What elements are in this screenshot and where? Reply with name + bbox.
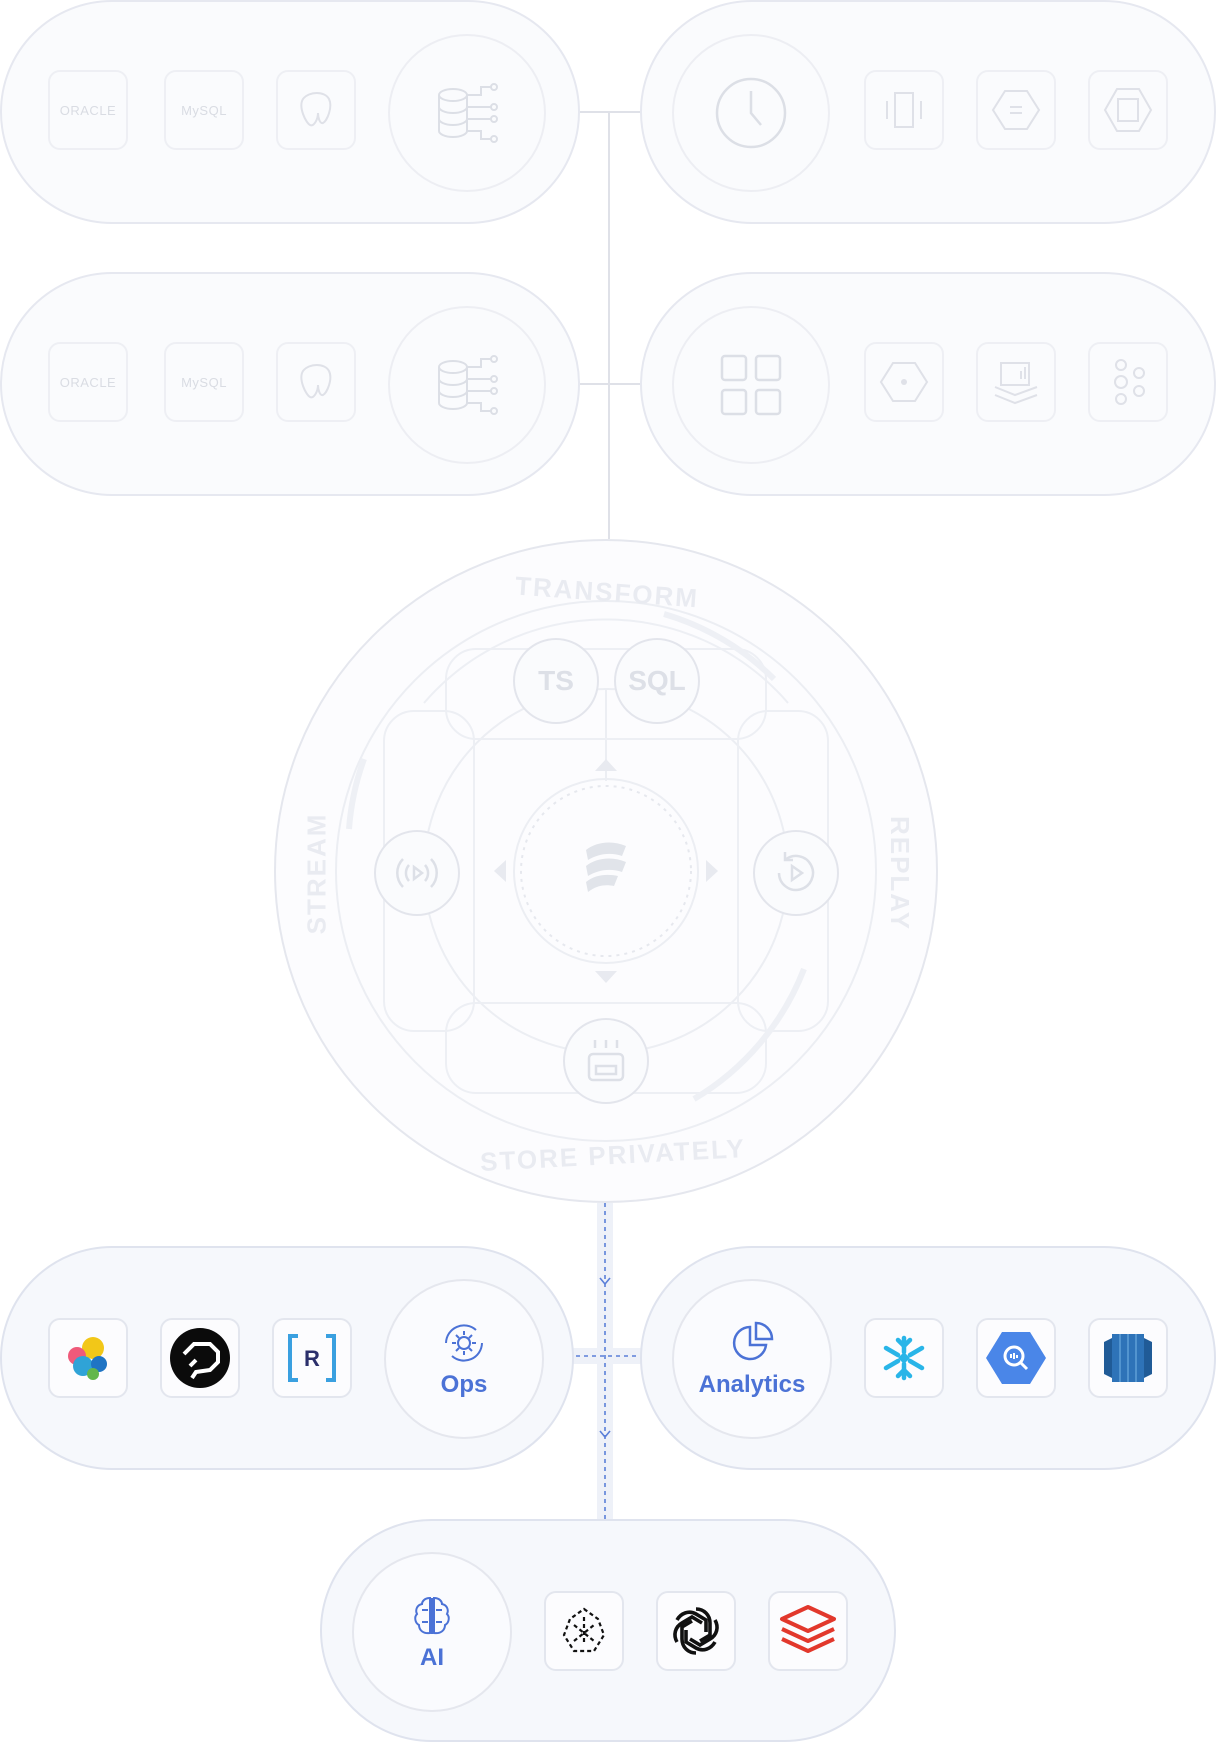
- grid-icon: [720, 354, 782, 416]
- cdc-hub-circle-2[interactable]: [388, 306, 546, 464]
- svg-text:R: R: [304, 1346, 320, 1371]
- kafka-icon: [1114, 359, 1145, 405]
- ops-hub-circle[interactable]: Ops: [384, 1279, 544, 1439]
- pubsub-icon: [991, 90, 1041, 130]
- storage-drive-icon: [587, 1040, 625, 1082]
- postgres-tile-2[interactable]: [276, 342, 356, 422]
- sql-chip-label: SQL: [628, 665, 686, 696]
- warehouse-chart-icon: [994, 362, 1038, 405]
- oracle-tile[interactable]: ORACLE: [48, 70, 128, 150]
- pinecone-icon: [562, 1607, 606, 1653]
- bigquery-tile[interactable]: [976, 1318, 1056, 1398]
- ts-chip-label: TS: [538, 665, 574, 696]
- data-tile[interactable]: [864, 70, 944, 150]
- databricks-tile[interactable]: [768, 1591, 848, 1671]
- mysql-tile[interactable]: MySQL: [164, 70, 244, 150]
- destination-branch: [570, 1348, 642, 1364]
- ops-label: Ops: [440, 1371, 488, 1398]
- pie-chart-icon: [732, 1321, 774, 1361]
- bigquery-icon: [986, 1332, 1046, 1384]
- pathway-icon: [170, 1328, 230, 1388]
- database-branch-icon: [438, 355, 498, 415]
- elastic-icon: [68, 1337, 107, 1380]
- mysql-label-2: MySQL: [181, 374, 227, 390]
- ring-label-replay: REPLAY: [885, 815, 916, 932]
- cdc-hub-circle[interactable]: [388, 34, 546, 192]
- hex-node-icon: [879, 362, 929, 402]
- oracle-tile-2[interactable]: ORACLE: [48, 342, 128, 422]
- pinecone-tile[interactable]: [544, 1591, 624, 1671]
- replay-chip[interactable]: [753, 830, 839, 916]
- hex-node-tile[interactable]: [864, 342, 944, 422]
- connector-row2: [580, 383, 640, 385]
- estuary-logo-icon: [580, 840, 632, 898]
- schedule-hub-circle[interactable]: [672, 34, 830, 192]
- sql-chip[interactable]: SQL: [614, 638, 700, 724]
- redshift-icon: [1104, 1334, 1152, 1382]
- mysql-label: MySQL: [181, 102, 227, 118]
- rockset-icon: R: [288, 1334, 336, 1382]
- gear-cycle-icon: [445, 1324, 483, 1362]
- openai-tile[interactable]: [656, 1591, 736, 1671]
- elastic-tile[interactable]: [48, 1318, 128, 1398]
- redshift-tile[interactable]: [1088, 1318, 1168, 1398]
- snowflake-icon: [883, 1335, 925, 1381]
- ai-label: AI: [420, 1644, 444, 1671]
- mainframe-tile[interactable]: [1088, 70, 1168, 150]
- mainframe-icon: [1103, 88, 1153, 132]
- data-tile-icon: [886, 92, 922, 128]
- ts-chip[interactable]: TS: [513, 638, 599, 724]
- replay-icon: [777, 852, 815, 892]
- oracle-label-2: ORACLE: [59, 374, 117, 390]
- analytics-label: Analytics: [698, 1371, 806, 1398]
- analytics-hub-circle[interactable]: Analytics: [672, 1279, 832, 1439]
- brain-icon: [414, 1596, 450, 1635]
- stream-chip[interactable]: [374, 830, 460, 916]
- postgres-icon: [300, 364, 332, 399]
- clock-icon: [715, 77, 787, 149]
- warehouse-chart-tile[interactable]: [976, 342, 1056, 422]
- destination-dashes: [576, 1203, 636, 1519]
- databricks-icon: [780, 1605, 836, 1653]
- saas-hub-circle[interactable]: [672, 306, 830, 464]
- postgres-icon: [300, 92, 332, 127]
- openai-icon: [673, 1607, 719, 1655]
- pubsub-tile[interactable]: [976, 70, 1056, 150]
- ring-label-stream: STREAM: [301, 812, 332, 935]
- pathway-tile[interactable]: [160, 1318, 240, 1398]
- stream-broadcast-icon: [396, 858, 438, 888]
- kafka-tile[interactable]: [1088, 342, 1168, 422]
- oracle-label: ORACLE: [59, 102, 117, 118]
- mysql-tile-2[interactable]: MySQL: [164, 342, 244, 422]
- postgres-tile[interactable]: [276, 70, 356, 150]
- connector-trunk: [608, 111, 610, 539]
- database-branch-icon: [438, 83, 498, 143]
- snowflake-tile[interactable]: [864, 1318, 944, 1398]
- store-chip[interactable]: [563, 1018, 649, 1104]
- rockset-tile[interactable]: R: [272, 1318, 352, 1398]
- ai-hub-circle[interactable]: AI: [352, 1552, 512, 1712]
- connector-row1: [580, 111, 640, 113]
